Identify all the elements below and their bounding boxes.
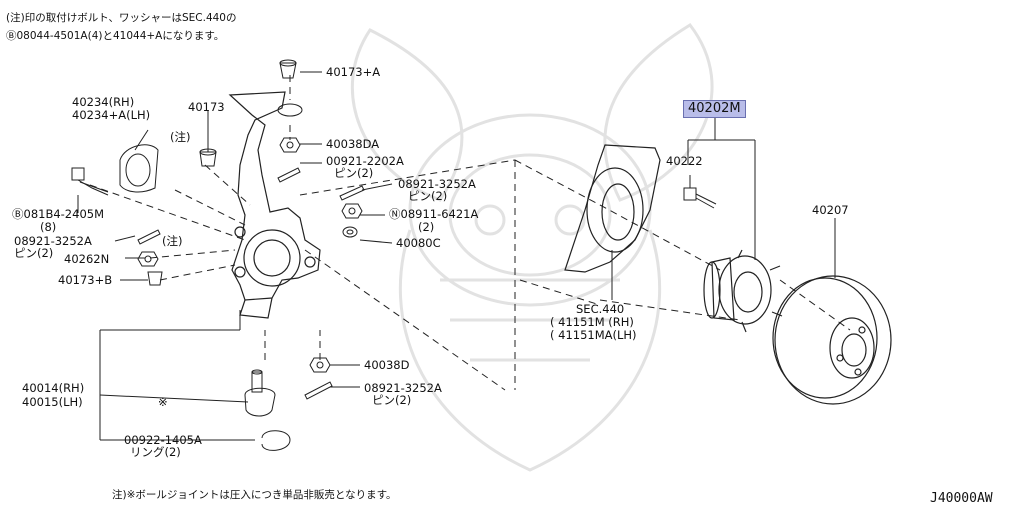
label-qty-8: (8)	[40, 220, 57, 234]
brake-rotor-40207	[772, 275, 892, 405]
label-pin-qty-b: ピン(2)	[14, 246, 54, 260]
label-qty-2: (2)	[418, 220, 435, 234]
cotter-pin-00921	[277, 167, 301, 183]
hub-assembly-40202M	[703, 249, 783, 333]
top-note-line2: Ⓑ08044-4501A(4)と41044+Aになります。	[6, 30, 225, 42]
label-41151MA[interactable]: ( 41151MA(LH)	[550, 328, 637, 342]
nut-08911	[341, 203, 363, 219]
label-40038DA[interactable]: 40038DA	[326, 137, 380, 151]
label-pin-qty-c: ピン(2)	[408, 189, 448, 203]
dashed-assembly-lines	[89, 75, 851, 391]
snap-ring-00922	[261, 430, 291, 451]
splash-cover-40234	[119, 144, 159, 193]
label-08921-b[interactable]: 08921-3252A	[398, 177, 476, 191]
label-pin-qty-a: ピン(2)	[334, 166, 374, 180]
bolt-081B4	[71, 167, 109, 196]
note-mark-1: (注)	[170, 130, 191, 144]
cotter-pin-08921-a	[137, 229, 161, 245]
label-40173[interactable]: 40173	[188, 100, 225, 114]
label-08921-c[interactable]: 08921-3252A	[364, 381, 442, 395]
note-mark-2: (注)	[162, 234, 183, 248]
label-41151M[interactable]: ( 41151M (RH)	[550, 315, 634, 329]
steering-knuckle	[228, 91, 321, 319]
bushing-40173B	[147, 271, 163, 286]
bolt-40222	[683, 187, 717, 209]
top-note-line1: (注)印の取付けボルト、ワッシャーはSEC.440の	[6, 12, 237, 24]
bottom-note: 注)※ボールジョイントは圧入につき単品非販売となります。	[112, 489, 397, 501]
asterisk-mark: ※	[158, 395, 168, 409]
bushing-top	[277, 103, 303, 117]
washer-40080C	[342, 226, 358, 238]
nut-40038DA	[279, 137, 301, 153]
label-08911[interactable]: Ⓝ08911-6421A	[389, 207, 479, 221]
leader-lines	[77, 71, 836, 441]
ball-joint-40014	[244, 369, 276, 417]
washer-40173A	[279, 59, 297, 79]
label-40173B[interactable]: 40173+B	[58, 273, 113, 287]
nut-40038D	[309, 357, 331, 373]
label-40173A[interactable]: 40173+A	[326, 65, 381, 79]
label-40222[interactable]: 40222	[666, 154, 703, 168]
label-40262N[interactable]: 40262N	[64, 252, 110, 266]
label-40014[interactable]: 40014(RH)	[22, 381, 85, 395]
label-40234[interactable]: 40234(RH)	[72, 95, 135, 109]
nut-40262N	[137, 251, 159, 267]
label-ring-qty: リング(2)	[130, 445, 181, 459]
cotter-pin-08921-c	[304, 381, 333, 400]
label-081B4[interactable]: Ⓑ081B4-2405M	[12, 207, 104, 221]
label-08921-a[interactable]: 08921-3252A	[14, 234, 92, 248]
label-40207[interactable]: 40207	[812, 203, 849, 217]
cotter-pin-08921-b	[339, 185, 365, 201]
label-40234A[interactable]: 40234+A(LH)	[72, 108, 151, 122]
label-40038D[interactable]: 40038D	[364, 358, 410, 372]
label-00921[interactable]: 00921-2202A	[326, 154, 404, 168]
splash-guard-41151M	[564, 144, 661, 273]
label-40015[interactable]: 40015(LH)	[22, 395, 83, 409]
label-pin-qty-d: ピン(2)	[372, 393, 412, 407]
label-00922[interactable]: 00922-1405A	[124, 433, 202, 447]
label-40080C[interactable]: 40080C	[396, 236, 441, 250]
diagram-code: J40000AW	[930, 491, 993, 506]
label-sec440[interactable]: SEC.440	[576, 302, 625, 316]
label-40202M[interactable]: 40202M	[683, 100, 746, 118]
bushing-40173	[199, 148, 217, 167]
